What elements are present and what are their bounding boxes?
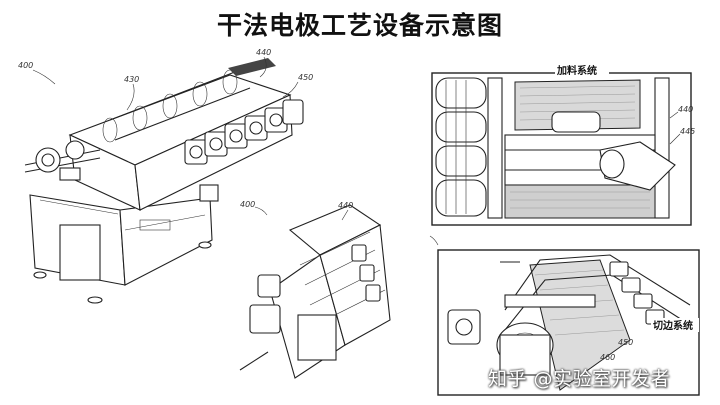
diagram-title: 干法电极工艺设备示意图	[216, 11, 503, 40]
ref-label-400: 400	[18, 61, 33, 70]
ref-label-430: 430	[124, 75, 139, 84]
feeding-system-label: 加料系统	[556, 64, 597, 77]
ref-label-445: 445	[680, 127, 695, 136]
ref-label-400-small: 400	[240, 200, 255, 209]
ref-label-440-right: 440	[678, 105, 693, 114]
leader-arrow	[429, 235, 439, 246]
small-machine-drawing: 400 440	[239, 200, 391, 379]
feeding-system-panel: 加料系统 440 445	[431, 63, 695, 226]
ref-label-460: 460	[600, 353, 615, 362]
edge-cutting-panel: 切边系统 450 460	[437, 249, 700, 396]
watermark: 知乎 @实验室开发者	[488, 368, 671, 390]
ref-label-440: 440	[256, 48, 271, 57]
main-machine-drawing: 400 440 450 430	[18, 48, 313, 304]
ref-label-450-right: 450	[618, 338, 633, 347]
ref-label-440-small: 440	[338, 201, 353, 210]
ref-label-450: 450	[298, 73, 313, 82]
edge-cutting-system-label: 切边系统	[653, 319, 693, 332]
